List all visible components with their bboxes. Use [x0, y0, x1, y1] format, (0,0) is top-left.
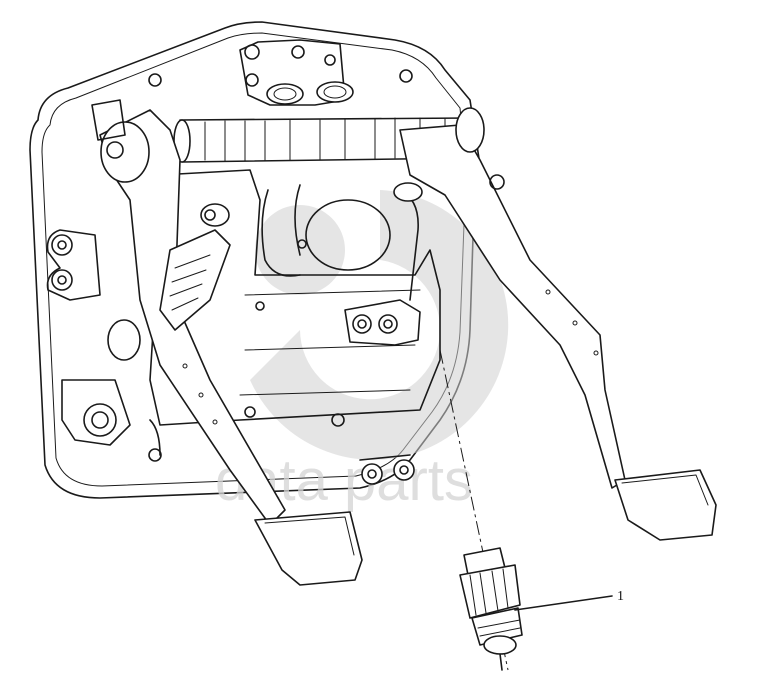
watermark-logo-dot [255, 205, 345, 295]
callout-label: 1 [617, 589, 624, 604]
switch-bracket [344, 182, 423, 346]
left-side-brackets [46, 99, 141, 446]
assembly-axis-line [439, 349, 509, 671]
master-cylinder [159, 203, 231, 331]
brake-pedal [399, 107, 717, 541]
callout-leader-line [514, 595, 613, 611]
top-bracket [239, 39, 354, 106]
inner-housing [149, 169, 441, 426]
bottom-clips [148, 406, 415, 485]
brake-light-switch [459, 547, 523, 671]
pivot-shaft [148, 69, 473, 163]
callout-1: 1 [514, 589, 624, 611]
